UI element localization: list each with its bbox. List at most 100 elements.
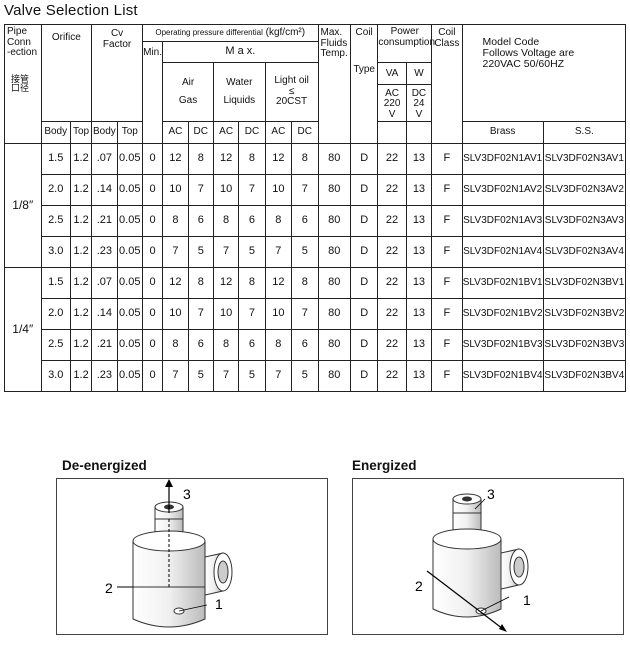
coil-type-header: Type xyxy=(349,62,379,144)
table-cell: 3.0 xyxy=(40,360,71,392)
table-cell: .07 xyxy=(91,143,118,175)
table-cell: 0 xyxy=(141,143,164,175)
table-cell: .07 xyxy=(91,267,118,299)
deenergized-title: De-energized xyxy=(62,458,147,473)
model-code-cell: SLV3DF02N3AV2 xyxy=(542,174,627,206)
max-header: M a x. xyxy=(162,41,319,63)
table-cell: 12 xyxy=(212,143,240,175)
table-cell: F xyxy=(431,360,463,392)
table-cell: 10 xyxy=(264,298,293,330)
table-cell: 12 xyxy=(264,267,293,299)
table-cell: 10 xyxy=(212,174,240,206)
table-cell: 0 xyxy=(141,267,164,299)
table-cell: 1.2 xyxy=(69,174,93,206)
table-cell: 0 xyxy=(141,329,164,361)
table-cell: 10 xyxy=(162,298,189,330)
table-cell: 0.05 xyxy=(116,267,143,299)
table-cell: 13 xyxy=(405,329,433,361)
table-cell: 0 xyxy=(141,205,164,237)
table-cell: F xyxy=(431,329,463,361)
model-code-cell: SLV3DF02N1BV1 xyxy=(461,267,544,299)
table-cell: 6 xyxy=(291,205,319,237)
table-cell: 7 xyxy=(187,298,214,330)
min-header: Min. xyxy=(141,41,164,144)
model-code-cell: SLV3DF02N3AV3 xyxy=(542,205,627,237)
model-code-cell: SLV3DF02N1AV1 xyxy=(461,143,544,175)
table-cell: 13 xyxy=(405,298,433,330)
table-cell: 22 xyxy=(377,143,407,175)
air-ac-header: AC xyxy=(162,121,189,144)
table-cell: 7 xyxy=(162,236,189,268)
model-code-cell: SLV3DF02N3BV2 xyxy=(542,298,627,330)
deenergized-panel: 3 2 1 xyxy=(56,478,328,635)
table-cell: 6 xyxy=(238,205,266,237)
table-cell: 5 xyxy=(238,236,266,268)
table-cell: 0.05 xyxy=(116,174,143,206)
model-code-cell: SLV3DF02N1BV2 xyxy=(461,298,544,330)
table-cell: 22 xyxy=(377,236,407,268)
table-cell: 22 xyxy=(377,267,407,299)
pipe-size-cell: 1/4″ xyxy=(4,267,42,392)
energized-valve-diagram: 3 2 1 xyxy=(415,486,531,632)
water-ac-header: AC xyxy=(212,121,240,144)
table-cell: 8 xyxy=(187,267,214,299)
cv-body-header: Body xyxy=(91,121,118,144)
table-cell: 13 xyxy=(405,143,433,175)
table-cell: 22 xyxy=(377,174,407,206)
orifice-header: Orifice xyxy=(40,24,93,122)
table-cell: 8 xyxy=(291,267,319,299)
table-cell: 5 xyxy=(238,360,266,392)
table-cell: 0 xyxy=(141,298,164,330)
table-cell: 1.2 xyxy=(69,205,93,237)
table-cell: 10 xyxy=(162,174,189,206)
table-cell: D xyxy=(349,360,379,392)
table-cell: 10 xyxy=(212,298,240,330)
table-cell: F xyxy=(431,174,463,206)
table-cell: 13 xyxy=(405,236,433,268)
port-3-label: 3 xyxy=(183,486,191,502)
table-cell: 7 xyxy=(187,174,214,206)
table-cell: 80 xyxy=(317,329,351,361)
table-cell: 5 xyxy=(187,360,214,392)
table-cell: 2.5 xyxy=(40,205,71,237)
w-empty-cell xyxy=(405,121,433,144)
table-cell: 3.0 xyxy=(40,236,71,268)
table-cell: D xyxy=(349,267,379,299)
table-cell: 80 xyxy=(317,143,351,175)
table-cell: F xyxy=(431,205,463,237)
page-title: Valve Selection List xyxy=(4,2,138,19)
table-cell: 10 xyxy=(264,174,293,206)
table-cell: 1.2 xyxy=(69,360,93,392)
table-cell: D xyxy=(349,298,379,330)
table-cell: 7 xyxy=(212,236,240,268)
table-cell: D xyxy=(349,174,379,206)
table-cell: 2.0 xyxy=(40,298,71,330)
table-cell: 0.05 xyxy=(116,205,143,237)
table-cell: 0.05 xyxy=(116,236,143,268)
table-cell: 7 xyxy=(238,298,266,330)
table-cell: 1.2 xyxy=(69,298,93,330)
table-cell: 13 xyxy=(405,267,433,299)
model-code-cell: SLV3DF02N3BV4 xyxy=(542,360,627,392)
port-2-label: 2 xyxy=(415,578,423,594)
table-cell: 0 xyxy=(141,236,164,268)
table-cell: 7 xyxy=(291,298,319,330)
table-cell: .14 xyxy=(91,174,118,206)
table-cell: 13 xyxy=(405,174,433,206)
pipe-size-cell: 1/8″ xyxy=(4,143,42,268)
table-cell: 8 xyxy=(187,143,214,175)
table-cell: 12 xyxy=(162,143,189,175)
table-cell: .14 xyxy=(91,298,118,330)
model-code-cell: SLV3DF02N3AV4 xyxy=(542,236,627,268)
model-code-cell: SLV3DF02N1AV2 xyxy=(461,174,544,206)
